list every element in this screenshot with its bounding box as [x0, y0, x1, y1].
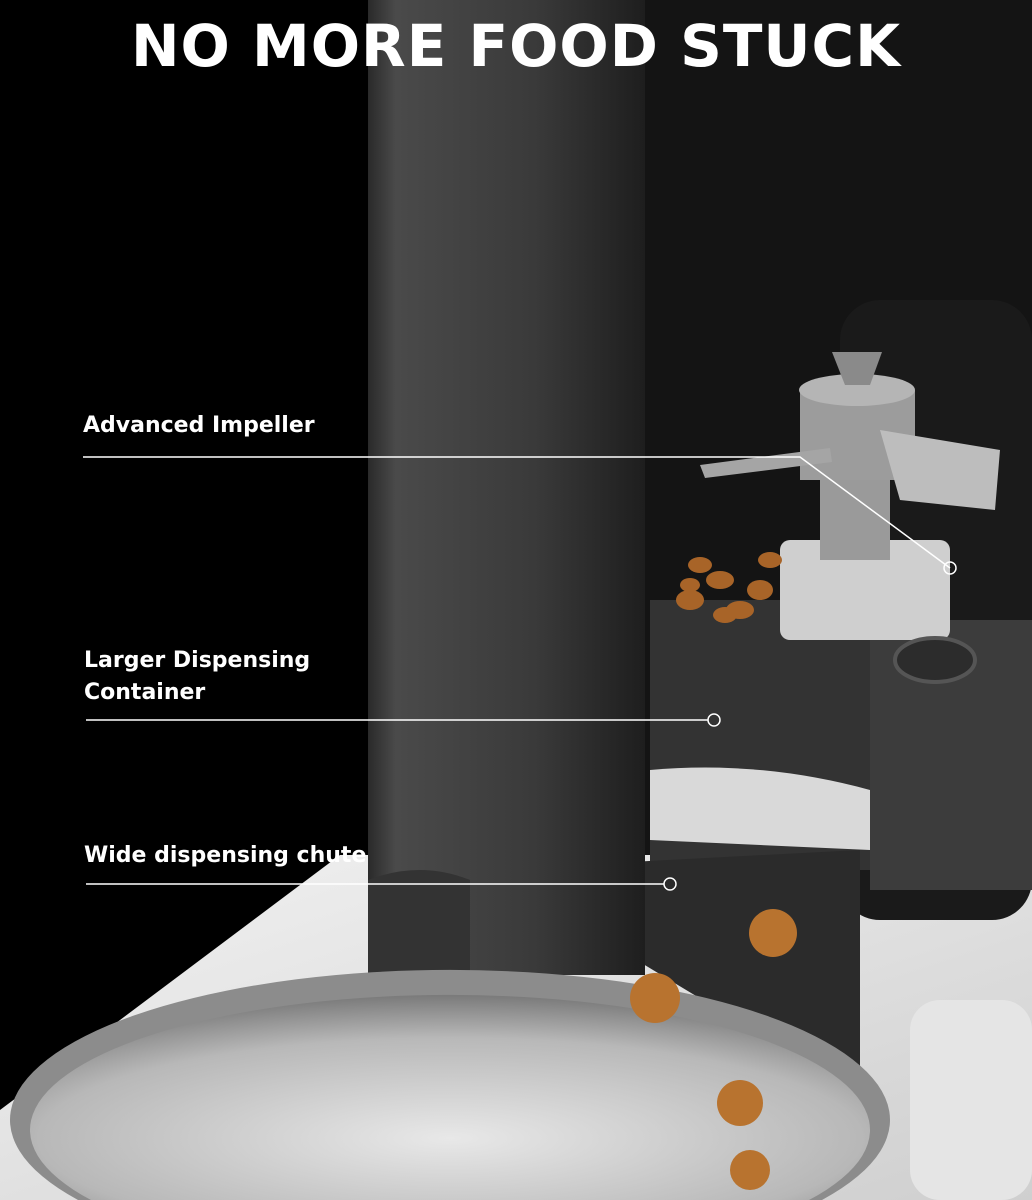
- callout-lines: [83, 456, 957, 891]
- falling-kibble: [630, 909, 797, 1190]
- impeller-hub-top: [799, 374, 915, 406]
- container-inner-light: [650, 767, 870, 850]
- impeller-base: [780, 540, 950, 640]
- callout-dot-container: [707, 713, 721, 727]
- callout-label-chute: Wide dispensing chute: [84, 843, 367, 868]
- callout-line-impeller: [83, 456, 951, 569]
- hopper-foot: [368, 870, 470, 975]
- impeller-blade: [880, 430, 1000, 510]
- steel-bowl: [30, 994, 871, 1200]
- callout-label-impeller: Advanced Impeller: [83, 413, 315, 438]
- impeller-shaft: [820, 480, 890, 560]
- callout-dot-impeller: [943, 561, 957, 575]
- hopper-wall: [368, 0, 645, 975]
- impeller-tip: [832, 352, 882, 385]
- ribbed-housing: [870, 620, 1032, 890]
- callout-label-container: Larger Dispensing Container: [84, 648, 311, 705]
- headline: NO MORE FOOD STUCK: [130, 12, 902, 80]
- impeller-arm: [700, 448, 832, 478]
- kibble-group: [676, 552, 782, 623]
- sensor-cap: [893, 636, 977, 684]
- side-button-housing: [910, 1000, 1032, 1200]
- callout-dot-chute: [663, 877, 677, 891]
